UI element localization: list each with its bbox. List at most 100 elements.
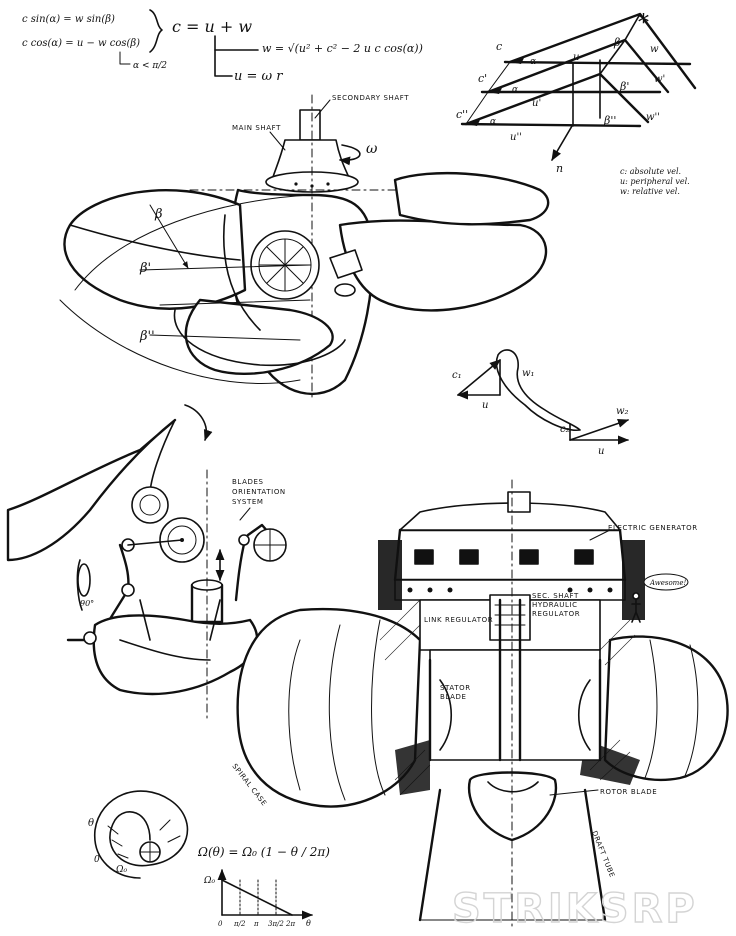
bottom-blade xyxy=(184,298,334,376)
label-w2: w'' xyxy=(646,112,660,123)
equation-cos: c cos(α) = u − w cos(β) xyxy=(22,38,140,49)
generator-window xyxy=(459,549,479,565)
leader-line xyxy=(269,131,286,151)
rotor-blade-edge xyxy=(487,781,539,793)
blade-orientation-mechanism: 90° BLADES ORIENTATION SYSTEM xyxy=(6,404,287,721)
legend-c: c: absolute vel. xyxy=(620,167,681,176)
blade-disc xyxy=(131,486,169,524)
orientable-blade xyxy=(6,418,177,562)
leader-line xyxy=(589,529,611,541)
turbine-cross-section: ELECTRIC GENERATOR SEC. SHAFT HYDRAULIC … xyxy=(230,479,729,931)
leader-line xyxy=(239,507,251,521)
spiral-diagram: θ 0 Ω₀ Ω(θ) = Ω₀ (1 − θ / 2π) xyxy=(88,790,330,879)
legend-w: w: relative vel. xyxy=(620,187,680,196)
omega-line xyxy=(221,879,293,916)
spider-frame xyxy=(92,614,259,696)
plot-x-tick: 2π xyxy=(285,920,295,928)
electric-generator-label: ELECTRIC GENERATOR xyxy=(608,524,698,532)
link-arm xyxy=(234,538,247,602)
arrowhead xyxy=(466,120,480,126)
propeller-hub-drawing: ω SECONDARY SHAFT MAIN SHAFT xyxy=(59,94,550,401)
rooftop-unit xyxy=(507,491,531,513)
equation-sin: c sin(α) = w sin(β) xyxy=(22,14,115,25)
left-blade-edge xyxy=(69,224,241,261)
outer-sweep-arc xyxy=(59,299,301,384)
spiral-case-contour xyxy=(644,639,658,779)
stator-label: BLADE xyxy=(440,693,466,701)
draft-tube-wall xyxy=(418,788,442,922)
arrowhead xyxy=(488,88,502,94)
vector-c1 xyxy=(457,359,501,396)
plot-x-tick: π/2 xyxy=(233,920,246,928)
concrete-fill xyxy=(395,740,430,795)
plot-x-tick: 0 xyxy=(218,920,223,928)
plot-x-tick: 3π/2 xyxy=(268,920,284,928)
beta1-label: β' xyxy=(139,261,151,276)
speech-bubble-text: Awesome! xyxy=(649,579,686,587)
mini-omega-plot: Ω₀ 0 π/2 π 3π/2 2π θ xyxy=(203,868,314,928)
secondary-shaft xyxy=(299,109,321,141)
angle-line xyxy=(159,299,311,306)
main-shaft-label: MAIN SHAFT xyxy=(232,124,281,132)
label-u2: u xyxy=(598,446,604,457)
disc-cross xyxy=(253,528,287,562)
blade-profile xyxy=(173,309,346,367)
generator-window xyxy=(414,549,434,565)
label-beta2: β'' xyxy=(603,114,616,127)
draft-tube-wall xyxy=(583,788,607,922)
equation-u: u = ω r xyxy=(234,69,283,84)
blades-orientation-label: ORIENTATION xyxy=(232,488,286,496)
flange-spokes xyxy=(258,238,312,292)
wall-left xyxy=(378,540,402,610)
omega-label: ω xyxy=(366,141,378,157)
plot-x-axis-label: θ xyxy=(306,919,311,928)
grid-lines xyxy=(239,879,277,916)
rotation-arrow-icon xyxy=(184,404,213,442)
spiral-case-right xyxy=(603,635,729,782)
stator-cavity xyxy=(429,649,601,761)
spiral-omega-label: Ω₀ xyxy=(115,865,127,875)
alpha-condition: α < π/2 xyxy=(133,61,167,71)
top-right-blade xyxy=(393,171,550,226)
link-arm xyxy=(127,539,183,546)
star-mark: * xyxy=(638,11,649,36)
label-w1: w' xyxy=(654,74,665,85)
equations-block: c sin(α) = w sin(β) c cos(α) = u − w cos… xyxy=(22,9,423,84)
side-disc xyxy=(77,563,91,597)
leader-line xyxy=(549,789,599,796)
spiral-zero-label: 0 xyxy=(94,855,100,865)
label-c2: c₂ xyxy=(560,424,570,435)
angle-arrow xyxy=(149,204,189,269)
equation-omega: Ω(θ) = Ω₀ (1 − θ / 2π) xyxy=(197,845,330,859)
label-c1: c' xyxy=(478,72,487,85)
spiral-case-contour xyxy=(328,624,346,801)
triangle-bottom-base xyxy=(460,122,642,128)
normal-arrow xyxy=(551,125,573,161)
pivot-cap xyxy=(334,283,356,297)
plot-y-label: Ω₀ xyxy=(203,876,215,886)
label-w1: w₁ xyxy=(522,368,535,379)
blade-disc-inner xyxy=(167,525,197,555)
blade-velocity-diagram: c₁ w₁ u c₂ w₂ u xyxy=(452,349,630,457)
label-u: u xyxy=(573,52,579,63)
disc-edge xyxy=(76,559,83,611)
label-beta: β xyxy=(613,36,620,49)
sec-shaft-label: HYDRAULIC xyxy=(532,601,578,609)
bracket-line xyxy=(214,49,233,77)
arrowhead xyxy=(510,58,524,64)
label-u1: u' xyxy=(532,98,541,109)
triangle-top-base xyxy=(503,60,692,66)
pivot-joint xyxy=(121,583,135,597)
spiral-vanes xyxy=(107,819,181,859)
label-alpha: α xyxy=(490,117,496,127)
spiral-curve xyxy=(94,790,189,879)
secondary-shaft-label: SECONDARY SHAFT xyxy=(332,94,409,102)
spider-rib xyxy=(139,599,221,641)
blade-disc-inner xyxy=(139,494,161,516)
angle-90-label: 90° xyxy=(80,599,94,608)
sweep-arc xyxy=(74,194,311,291)
person-head xyxy=(632,592,640,600)
label-w: w xyxy=(650,44,659,55)
pivot-block xyxy=(329,249,363,279)
